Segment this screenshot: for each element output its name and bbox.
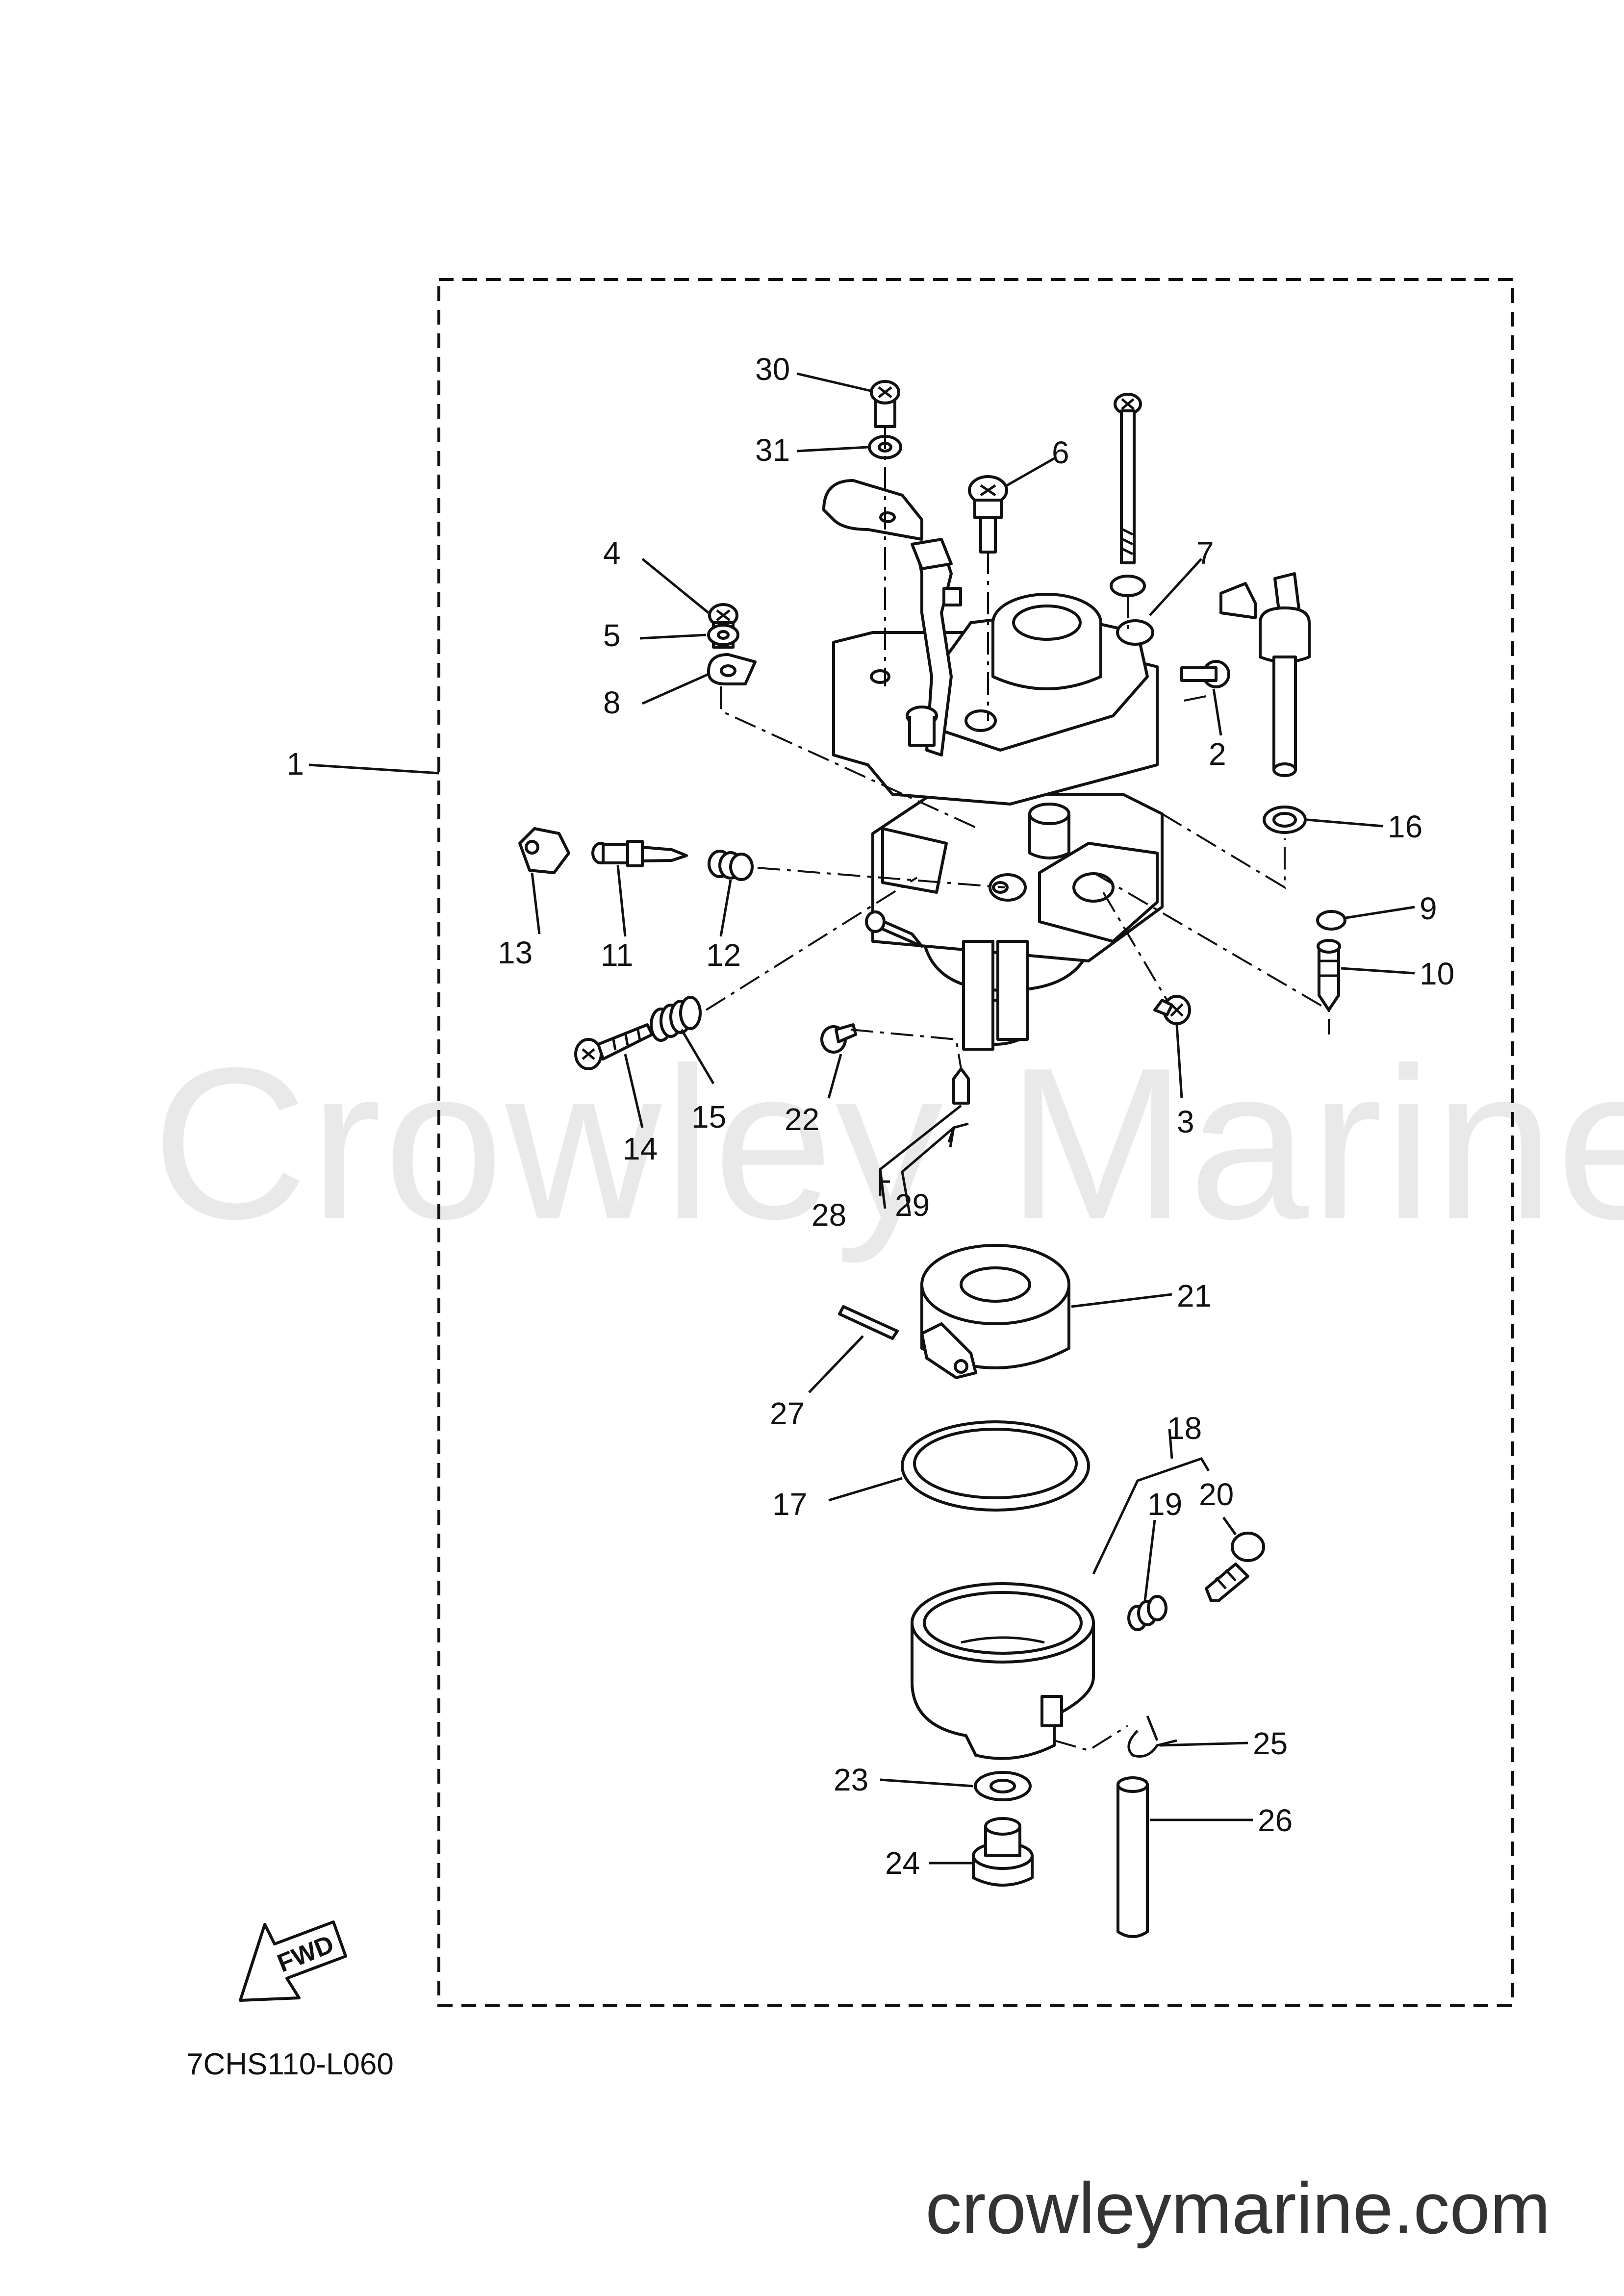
callout-1: 1	[286, 746, 304, 782]
bolt-washer	[1110, 575, 1146, 597]
carburetor-body	[832, 538, 1164, 1051]
callout-27: 27	[770, 1396, 805, 1431]
part-19-spring	[1127, 1595, 1167, 1631]
callout-20: 20	[1199, 1477, 1234, 1512]
clip-bracket	[822, 479, 923, 541]
watermark: Crowley Marine	[152, 1023, 1624, 1264]
callout-22: 22	[785, 1102, 819, 1137]
callout-30: 30	[755, 352, 790, 387]
part-23-washer	[974, 1771, 1032, 1801]
callout-7: 7	[1196, 535, 1214, 571]
callout-labels: 1 30 31 6 4 5 8 7 2 16 9 10 13 11 12 14 …	[286, 352, 1454, 1881]
part-11-needle	[591, 840, 688, 867]
part-26-tube	[1116, 1776, 1149, 1938]
callout-5: 5	[603, 618, 621, 653]
part-9-o-ring	[1316, 910, 1346, 931]
part-28-needle-valve	[952, 1067, 970, 1105]
callout-14: 14	[623, 1131, 658, 1166]
part-13-cap	[518, 827, 570, 874]
part-14-screw	[574, 1023, 654, 1070]
callout-15: 15	[691, 1099, 726, 1135]
choke-plunger	[1219, 572, 1311, 777]
part-10-jet	[1317, 939, 1341, 1011]
part-8-plate	[707, 653, 757, 685]
part-5-washer	[707, 624, 739, 646]
part-6-screw	[968, 475, 1008, 554]
callout-28: 28	[812, 1197, 846, 1233]
part-27-pin	[838, 1305, 899, 1340]
callout-4: 4	[603, 535, 621, 571]
callout-31: 31	[755, 432, 790, 468]
callout-26: 26	[1258, 1803, 1293, 1838]
callout-13: 13	[498, 935, 533, 970]
part-25-clip	[1127, 1716, 1177, 1758]
callout-2: 2	[1209, 736, 1226, 772]
callout-18: 18	[1167, 1411, 1202, 1446]
callout-12: 12	[706, 937, 741, 973]
part-21-float	[920, 1244, 1070, 1379]
part-3-screw	[1153, 995, 1191, 1025]
assembly-boundary	[437, 278, 1514, 2007]
callout-29: 29	[895, 1187, 930, 1223]
fwd-arrow-icon: FWD	[239, 1920, 347, 2002]
callout-8: 8	[603, 685, 621, 720]
callout-6: 6	[1052, 435, 1069, 470]
part-12-spring	[708, 850, 754, 881]
callout-23: 23	[834, 1762, 868, 1797]
callout-21: 21	[1177, 1278, 1212, 1313]
callout-9: 9	[1420, 891, 1437, 926]
callout-19: 19	[1147, 1487, 1182, 1522]
callout-3: 3	[1177, 1104, 1194, 1139]
part-2-screw	[1180, 660, 1230, 688]
callout-10: 10	[1420, 956, 1454, 991]
callout-17: 17	[772, 1487, 807, 1522]
part-20-screw	[1205, 1532, 1265, 1602]
part-22-screw	[820, 1023, 857, 1054]
part-15-spring	[650, 996, 702, 1042]
drawing-code: 7CHS110-L060	[186, 2047, 394, 2081]
callout-24: 24	[885, 1845, 920, 1881]
footer-url[interactable]: crowleymarine.com	[925, 2168, 1550, 2249]
part-16-washer	[1263, 806, 1307, 834]
assembly-lines	[705, 427, 1330, 1752]
long-bolt	[1114, 393, 1142, 564]
part-30-screw	[870, 380, 900, 428]
float-bowl	[911, 1582, 1095, 1760]
callout-11: 11	[601, 937, 633, 973]
leader-lines	[308, 372, 1415, 1865]
part-29-clip	[947, 1122, 969, 1148]
callout-16: 16	[1388, 809, 1422, 844]
part-17-gasket	[901, 1420, 1090, 1512]
part-24-drain-plug	[972, 1817, 1034, 1887]
callout-25: 25	[1253, 1726, 1288, 1761]
